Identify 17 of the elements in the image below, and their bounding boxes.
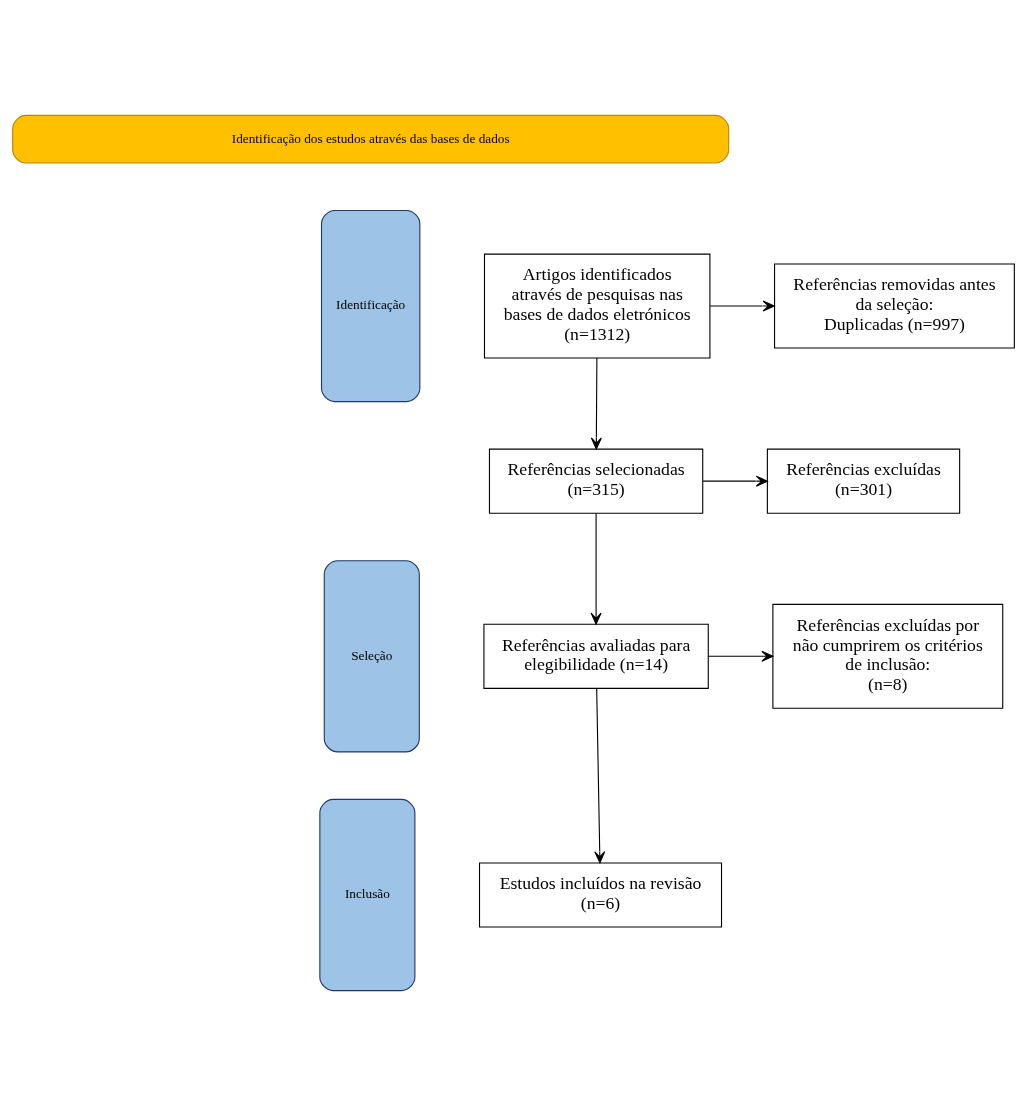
node-box: Identificação [320,209,421,403]
node-box: Referências excluídas por não cumprirem os critérios de inclusão: (n=8) [772,603,1004,709]
node-box: Referências selecionadas (n=315) [488,448,704,514]
node-box: Seleção [323,560,420,753]
arrow [594,688,606,864]
node-box: Referências excluídas (n=301) [766,448,961,514]
arrow [702,475,768,487]
node-box: Referências removidas antes da seleção: Duplicadas (n=997) [774,263,1015,349]
arrow [707,650,774,662]
node-box: Estudos incluídos na revisão (n=6) [478,862,723,928]
node-box: Inclusão [319,798,416,992]
node-box: Referências avaliadas para elegibilidade (n=14) [483,623,709,689]
arrow [709,300,775,312]
node-box: Identificação dos estudos através das bases de dados [12,114,730,164]
node-box: Artigos identificados através de pesquisas nas bases de dados eletrónicos (n=1312) [483,253,711,359]
arrow [590,513,602,625]
arrow [590,357,602,450]
